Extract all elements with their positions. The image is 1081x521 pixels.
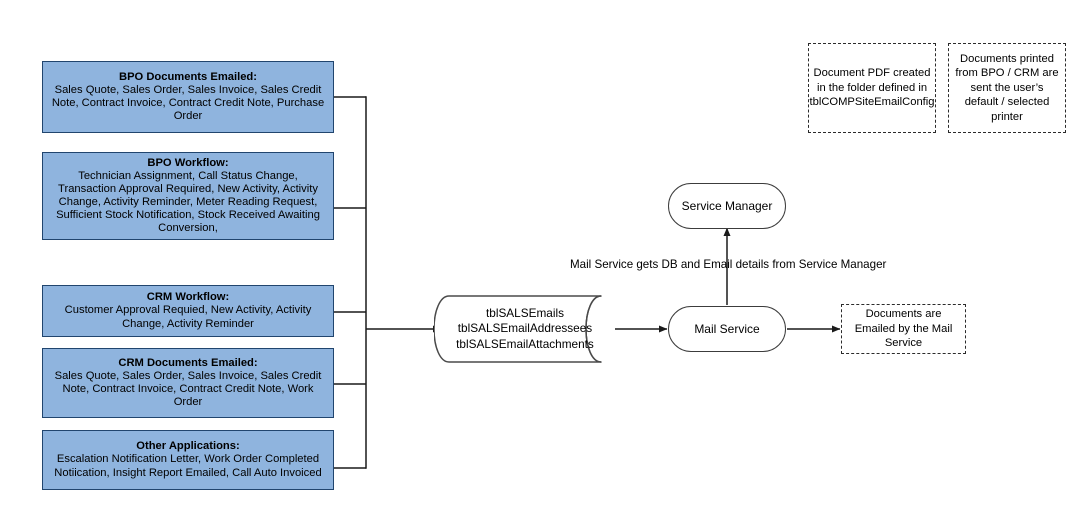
note-document-pdf-text: Document PDF created in the folder defin… (809, 67, 935, 109)
source-box-body: Customer Approval Requied, New Activity,… (64, 304, 312, 330)
source-box-body: Technician Assignment, Call Status Chang… (56, 169, 320, 235)
database-line-3: tblSALSEmailAttachments (456, 336, 594, 351)
source-box-bpo-workflow[interactable]: BPO Workflow: Technician Assignment, Cal… (42, 152, 334, 240)
source-box-bpo-documents-emailed[interactable]: BPO Documents Emailed: Sales Quote, Sale… (42, 61, 334, 133)
database-labels: tblSALSEmails tblSALSEmailAddressees tbl… (434, 295, 638, 363)
source-box-title: Other Applications: (136, 440, 240, 453)
source-box-body: Sales Quote, Sales Order, Sales Invoice,… (54, 369, 322, 409)
source-box-body: Escalation Notification Letter, Work Ord… (54, 453, 322, 479)
mail-service-label: Mail Service (694, 322, 760, 336)
source-box-title: BPO Workflow: (147, 156, 229, 169)
note-documents-emailed-text: Documents are Emailed by the Mail Servic… (854, 308, 953, 350)
note-document-pdf: Document PDF created in the folder defin… (808, 43, 936, 133)
source-box-title: BPO Documents Emailed: (118, 70, 257, 83)
service-manager-node[interactable]: Service Manager (668, 183, 786, 229)
service-manager-label: Service Manager (681, 199, 773, 213)
database-node[interactable]: tblSALSEmails tblSALSEmailAddressees tbl… (433, 295, 616, 363)
note-printed-documents-text: Documents printed from BPO / CRM are sen… (955, 52, 1059, 123)
database-cylinder-shape (433, 295, 602, 363)
source-box-crm-workflow[interactable]: CRM Workflow: Customer Approval Requied,… (42, 285, 334, 337)
source-box-title: CRM Documents Emailed: (118, 356, 258, 369)
source-box-title: CRM Workflow: (146, 291, 230, 304)
source-box-other-applications[interactable]: Other Applications: Escalation Notificat… (42, 430, 334, 490)
source-box-crm-documents-emailed[interactable]: CRM Documents Emailed: Sales Quote, Sale… (42, 348, 334, 418)
connector-caption: Mail Service gets DB and Email details f… (570, 258, 887, 271)
database-line-2: tblSALSEmailAddressees (457, 321, 593, 336)
mail-service-node[interactable]: Mail Service (668, 306, 786, 352)
note-printed-documents: Documents printed from BPO / CRM are sen… (948, 43, 1066, 133)
note-documents-emailed: Documents are Emailed by the Mail Servic… (841, 304, 966, 354)
source-box-body: Sales Quote, Sales Order, Sales Invoice,… (51, 83, 325, 123)
database-line-1: tblSALSEmails (485, 306, 565, 320)
